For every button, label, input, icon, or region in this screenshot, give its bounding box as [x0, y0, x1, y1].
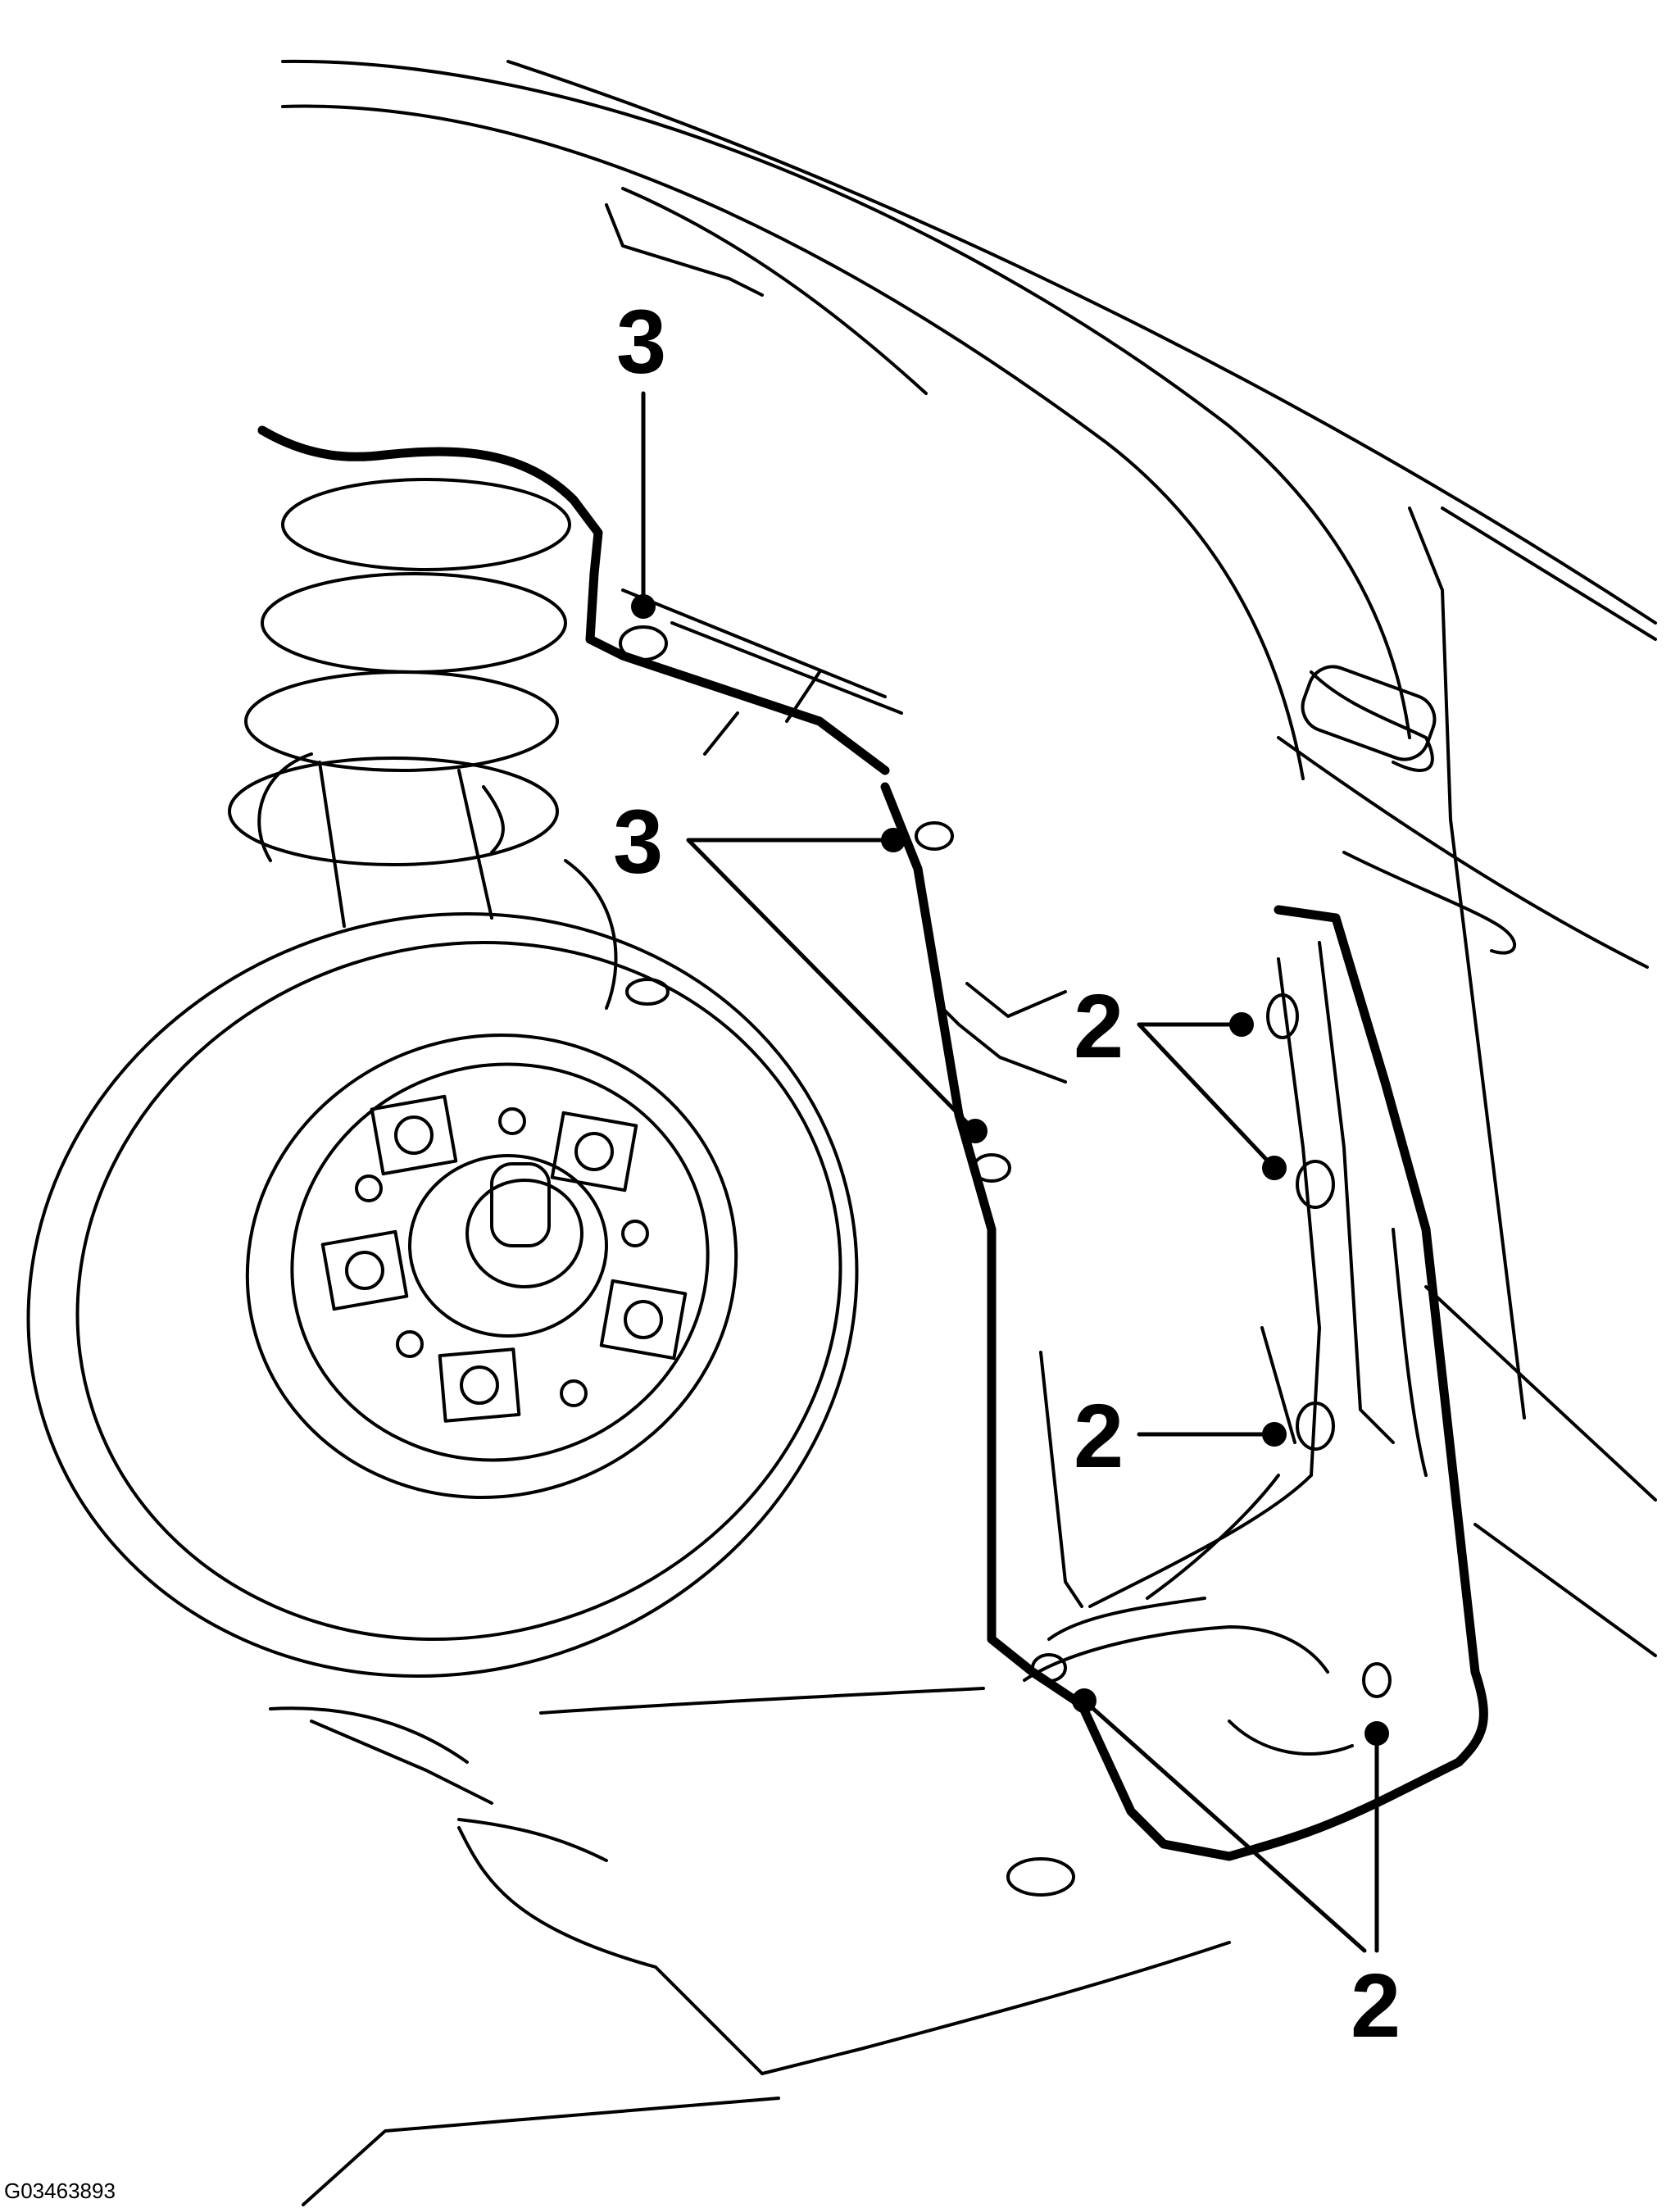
fender-body-lines: [281, 59, 1657, 1657]
callout-2-upper: 2: [1074, 976, 1124, 1077]
clip-top: [619, 625, 668, 661]
clip-mid-upper: [915, 821, 954, 851]
callout-2-bottom: 2: [1351, 1956, 1401, 2056]
callout-3-top: 3: [616, 292, 666, 393]
figure-code: G03463893: [4, 2178, 116, 2203]
fasteners: [619, 625, 1392, 1698]
grommet-1: [1266, 993, 1299, 1039]
clip-mid-lower: [972, 1153, 1011, 1183]
wheel-well-liner: [880, 782, 1488, 1861]
callout-leaders: [631, 391, 1389, 1953]
grommet-2: [1296, 1160, 1335, 1209]
clip-lower-left: [1031, 1653, 1067, 1683]
strut-spring-assembly: [228, 425, 903, 928]
brake-disc-hub: [26, 859, 859, 1679]
callout-3-mid: 3: [613, 792, 663, 893]
lower-arm-lines: [269, 1687, 1231, 2206]
callout-2-middle: 2: [1074, 1386, 1124, 1487]
grommet-4: [1362, 1662, 1392, 1698]
grommet-3: [1296, 1402, 1335, 1451]
